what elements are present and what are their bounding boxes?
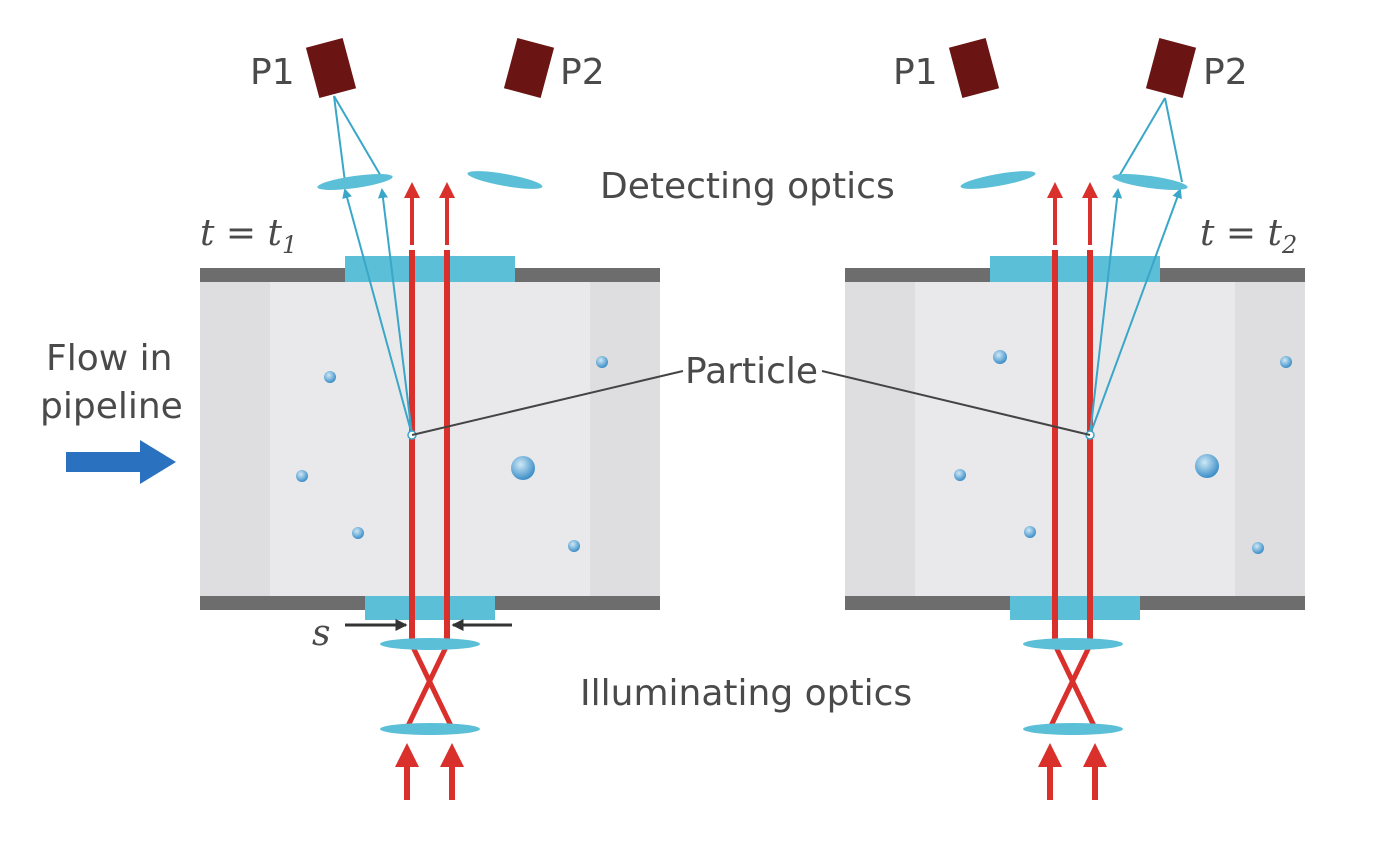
label-p2: P2 xyxy=(1203,52,1248,93)
top-window xyxy=(990,256,1160,282)
illuminating-lens xyxy=(380,723,480,735)
detector-p2 xyxy=(1145,37,1197,99)
pipe xyxy=(845,256,1305,620)
label-particle: Particle xyxy=(685,351,818,392)
scattered-light xyxy=(1089,97,1183,436)
label-spacing-s: s xyxy=(312,613,330,654)
panel-t1: P1 P2 t = t1 s Flow in pipeline xyxy=(40,37,660,800)
detecting-lens-p2 xyxy=(467,171,543,189)
flow-arrow-icon xyxy=(66,440,176,484)
particle-leader-line xyxy=(411,370,684,436)
illuminating-lens xyxy=(380,638,480,650)
pipe xyxy=(200,256,660,620)
particles xyxy=(954,350,1292,554)
panel-t2: P1 P2 t = t2 xyxy=(845,37,1305,800)
detector-p1 xyxy=(948,37,1000,99)
particle-leader-line xyxy=(821,370,1091,436)
detector-p1 xyxy=(305,37,357,99)
label-illuminating-optics: Illuminating optics xyxy=(580,673,912,714)
laser-beams xyxy=(1038,182,1107,800)
top-window xyxy=(345,256,515,282)
label-detecting-optics: Detecting optics xyxy=(600,166,895,207)
flow-label-line2: pipeline xyxy=(40,386,183,427)
illuminating-lens xyxy=(1023,638,1123,650)
illuminating-lens xyxy=(1023,723,1123,735)
detector-p2 xyxy=(503,37,555,99)
particles xyxy=(296,356,608,552)
label-p1: P1 xyxy=(250,52,295,93)
label-p2: P2 xyxy=(560,52,605,93)
label-p1: P1 xyxy=(893,52,938,93)
detecting-lens-p1 xyxy=(960,171,1036,189)
scattered-light xyxy=(333,95,413,436)
laser-beams xyxy=(395,182,464,800)
bottom-window xyxy=(1010,596,1140,620)
flow-label-line1: Flow in xyxy=(46,338,172,379)
flow-label: Flow in pipeline xyxy=(40,338,183,484)
label-time-t1: t = t1 xyxy=(200,213,297,259)
bottom-window xyxy=(365,596,495,620)
detecting-lens-p1 xyxy=(317,174,393,190)
detecting-lens-p2 xyxy=(1112,174,1188,190)
label-time-t2: t = t2 xyxy=(1200,213,1297,259)
